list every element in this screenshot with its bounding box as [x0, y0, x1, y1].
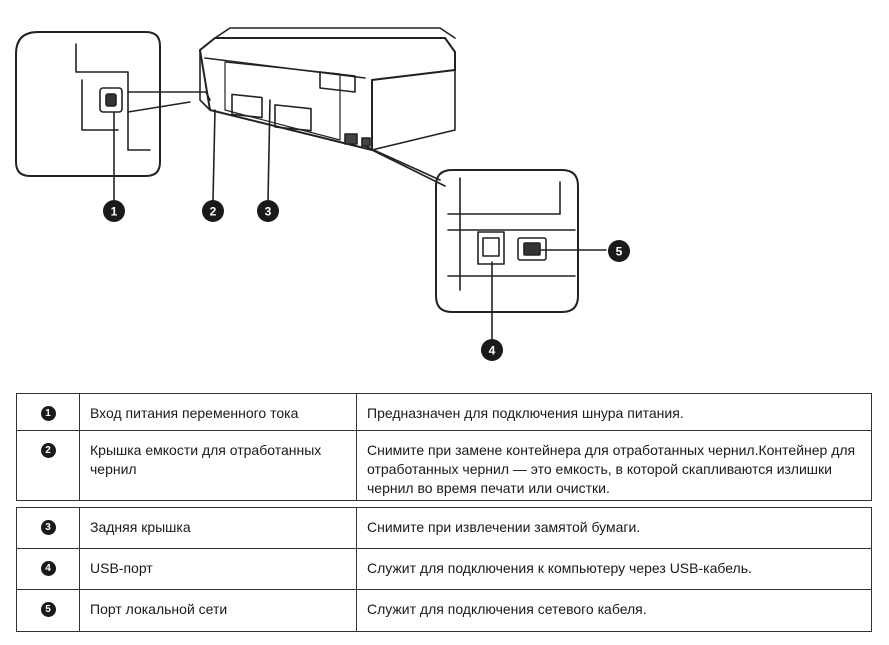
- row-number-badge: 3: [40, 520, 56, 535]
- table-row: 4 USB-порт Служит для подключения к комп…: [16, 548, 872, 590]
- parts-table-bottom: 3 Задняя крышка Снимите при извлечении з…: [16, 507, 872, 632]
- callout-4: 4: [481, 339, 503, 361]
- part-description: Снимите при замене контейнера для отрабо…: [367, 442, 856, 496]
- svg-text:1: 1: [111, 205, 118, 219]
- callout-5: 5: [608, 240, 630, 262]
- callout-3: 3: [257, 200, 279, 222]
- table-row: 5 Порт локальной сети Служит для подключ…: [16, 589, 872, 632]
- part-name: Порт локальной сети: [90, 601, 228, 617]
- row-number-badge: 2: [40, 443, 56, 458]
- part-name: Крышка емкости для отработанных чернил: [90, 442, 322, 477]
- row-number-badge: 5: [40, 602, 56, 617]
- table-row: 1 Вход питания переменного тока Предназн…: [16, 393, 872, 431]
- printer-rear-diagram: 1 2 3 4 5: [15, 27, 630, 361]
- callout-2: 2: [202, 200, 224, 222]
- svg-text:5: 5: [616, 245, 623, 259]
- part-name: USB-порт: [90, 560, 153, 576]
- svg-text:4: 4: [489, 344, 496, 358]
- svg-text:2: 2: [210, 205, 217, 219]
- power-inlet-inset: [15, 31, 211, 177]
- ports-inset: [435, 169, 607, 341]
- svg-text:3: 3: [265, 205, 272, 219]
- part-name: Задняя крышка: [90, 519, 191, 535]
- part-description: Снимите при извлечении замятой бумаги.: [367, 519, 641, 535]
- part-description: Служит для подключения к компьютеру чере…: [367, 560, 752, 576]
- table-row: 2 Крышка емкости для отработанных чернил…: [16, 430, 872, 501]
- part-description: Предназначен для подключения шнура питан…: [367, 405, 684, 421]
- table-row: 3 Задняя крышка Снимите при извлечении з…: [16, 507, 872, 549]
- row-number-badge: 4: [40, 561, 56, 576]
- parts-table-top: 1 Вход питания переменного тока Предназн…: [16, 393, 872, 501]
- callout-1: 1: [103, 200, 125, 222]
- part-name: Вход питания переменного тока: [90, 405, 299, 421]
- row-number-badge: 1: [40, 406, 56, 421]
- part-description: Служит для подключения сетевого кабеля.: [367, 601, 647, 617]
- printer-body: [199, 27, 456, 187]
